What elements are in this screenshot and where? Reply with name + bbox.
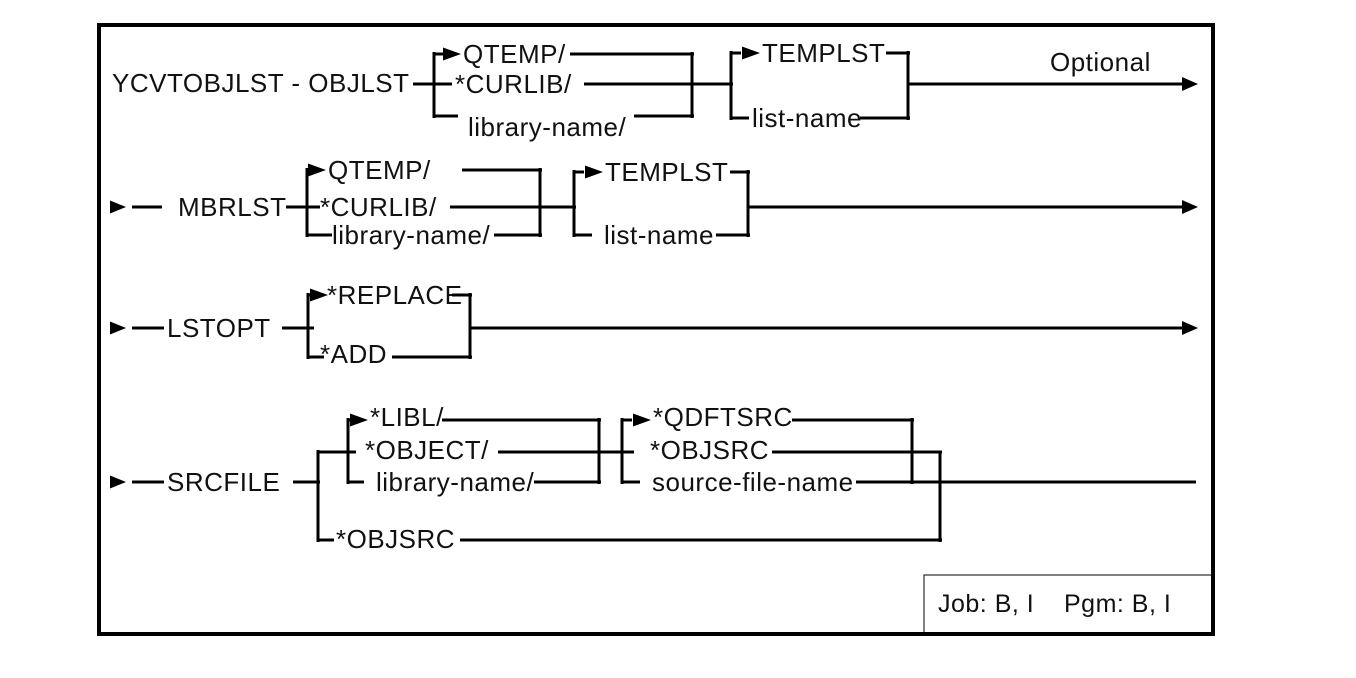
- row1-qualifier-bracket-right: [674, 52, 694, 118]
- row2-list-option2: list-name: [604, 220, 714, 250]
- row2-continue-arrow-icon: [1182, 200, 1198, 214]
- row3-option2: *ADD: [320, 339, 387, 369]
- row4-file-option-default: *QDFTSRC: [653, 402, 793, 432]
- row2-list-default-arrow-icon: [585, 165, 603, 179]
- command-and-objlst-label: YCVTOBJLST - OBJLST: [112, 68, 410, 98]
- row1-qualifier-option2: *CURLIB/: [455, 69, 572, 99]
- row3-continue-arrow-icon: [1182, 321, 1198, 335]
- row1-continue-arrow-icon: [1182, 77, 1198, 91]
- row4-outer-bracket: [316, 450, 350, 542]
- row4-param-label: SRCFILE: [167, 467, 280, 497]
- row4-file-bracket-right: [894, 418, 914, 484]
- row2-start-arrow-icon: [110, 200, 126, 214]
- row4-bypass-option: *OBJSRC: [336, 524, 455, 554]
- optional-label: Optional: [1050, 47, 1151, 77]
- row4-library-option-default: *LIBL/: [370, 402, 444, 432]
- row1-list-default-arrow-icon: [742, 46, 760, 60]
- row2-list-bracket-left: [572, 170, 592, 237]
- row4-library-option3: library-name/: [376, 467, 534, 497]
- row4-library-bracket-left: [346, 418, 364, 484]
- pgm-mode-label: Pgm: B, I: [1064, 590, 1171, 618]
- row3-default-arrow-icon: [310, 288, 328, 302]
- row2-qualifier-option2: *CURLIB/: [320, 192, 437, 222]
- row4-library-default-arrow-icon: [350, 413, 368, 427]
- row2-qualifier-default-arrow-icon: [308, 163, 326, 177]
- row4-start-arrow-icon: [110, 475, 126, 489]
- row4-file-default-arrow-icon: [633, 413, 651, 427]
- row1-qualifier-option3: library-name/: [468, 112, 626, 142]
- row4-file-option3: source-file-name: [652, 467, 854, 497]
- row2-list-option-default: TEMPLST: [605, 157, 728, 187]
- row2-list-bracket-right: [730, 170, 750, 237]
- row1-qualifier-default-arrow-icon: [443, 47, 461, 61]
- row1-list-option-default: TEMPLST: [762, 38, 885, 68]
- row2-param-label: MBRLST: [178, 192, 286, 222]
- row1-qualifier-option-default: QTEMP/: [463, 39, 566, 69]
- row4-file-bracket-left: [620, 418, 640, 484]
- row2-qualifier-option3: library-name/: [332, 220, 490, 250]
- row2-qualifier-option-default: QTEMP/: [328, 155, 431, 185]
- diagram-border: [97, 23, 1215, 636]
- row3-options-bracket-right: [452, 293, 472, 359]
- row1-qualifier-bracket-left: [432, 52, 458, 118]
- row3-start-arrow-icon: [110, 321, 126, 335]
- row2-qualifier-bracket-right: [522, 168, 542, 237]
- environment-box: [923, 574, 1213, 634]
- row3-param-label: LSTOPT: [167, 313, 271, 343]
- row1-list-option2: list-name: [752, 103, 862, 133]
- job-mode-label: Job: B, I: [938, 590, 1034, 618]
- row1-list-bracket-right: [890, 51, 910, 120]
- row1-list-bracket-left: [729, 51, 749, 120]
- row4-library-option2: *OBJECT/: [365, 435, 489, 465]
- row4-file-option2: *OBJSRC: [650, 435, 769, 465]
- row3-option-default: *REPLACE: [327, 280, 463, 310]
